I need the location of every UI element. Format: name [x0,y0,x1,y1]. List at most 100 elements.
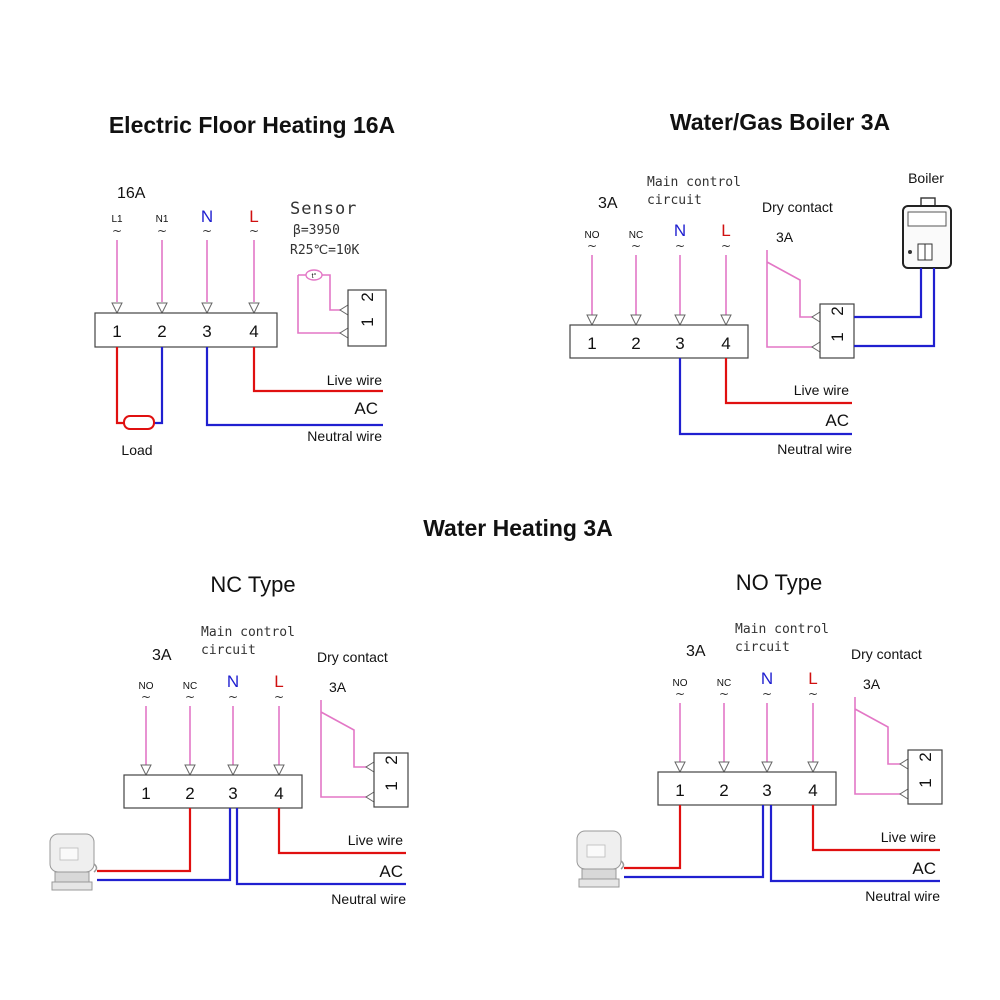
nc-type-diagram: 3A Main control circuit NO NC N L ~ ~ ~ … [49,625,409,907]
title-water-heating: Water Heating 3A [423,515,613,541]
terminal-4: 4 [249,322,258,341]
tilde: ~ [675,239,685,253]
tilde: ~ [721,239,731,253]
boiler-wire-1 [854,268,923,319]
boiler-amp-label: 3A [598,195,618,212]
tilde: ~ [228,690,238,704]
terminal-arrow [720,314,732,327]
terminal-3: 3 [675,334,684,353]
contact-terminal-2: 2 [916,752,935,761]
actuator-icon [576,830,625,888]
load-wire-blue [154,347,164,425]
term-label-no: NO [139,681,154,692]
ac-label: AC [354,399,378,418]
contact-terminal-2: 2 [382,755,401,764]
term-label-n: N [227,672,239,691]
term-label-n: N [674,221,686,240]
circuit-label: circuit [735,640,790,655]
terminal-arrow [807,761,819,774]
live-wire [277,808,406,855]
neutral-wire [205,347,383,427]
tilde: ~ [675,687,685,701]
terminal-block [657,771,837,806]
term-label-n: N [761,669,773,688]
dry-contact-amp: 3A [776,229,794,245]
live-wire [724,358,852,405]
terminal-arrow [227,764,239,777]
contact-arrow [365,761,375,773]
term-label-l: L [808,669,817,688]
main-control-label: Main control [201,625,295,640]
contact-arrow [811,341,821,353]
tilde: ~ [185,690,195,704]
actuator-wire-red [97,808,192,873]
term-label-n: N [201,207,213,226]
terminal-arrow [674,314,686,327]
ac-label: AC [825,411,849,430]
title-electric-floor-heating: Electric Floor Heating 16A [109,112,395,138]
terminal-3: 3 [228,784,237,803]
title-nc-type: NC Type [210,572,295,597]
term-label-nc: NC [717,678,731,689]
contact-arrow [899,788,909,800]
circuit-label: circuit [201,643,256,658]
sensor-beta: β=3950 [293,223,340,238]
terminal-arrow [156,302,168,315]
terminal-arrow [718,761,730,774]
terminal-2: 2 [185,784,194,803]
electric-amp-label: 16A [117,185,146,202]
sensor-terminal-2: 2 [358,292,377,301]
contact-terminal-2: 2 [828,306,847,315]
term-label-no: NO [585,230,600,241]
tilde: ~ [157,224,167,238]
terminal-1: 1 [112,322,121,341]
boiler-label: Boiler [908,170,944,186]
term-label-l: L [249,207,258,226]
contact-terminal-block [373,752,409,808]
main-control-label: Main control [647,175,741,190]
actuator-wire-blue [624,805,765,879]
actuator-wire-red [624,805,682,870]
neutral-wire [769,805,940,883]
terminal-2: 2 [631,334,640,353]
tilde: ~ [112,224,122,238]
term-label-no: NO [673,678,688,689]
sensor-title: Sensor [290,199,357,219]
tilde: ~ [274,690,284,704]
tilde: ~ [808,687,818,701]
thermistor-icon: t° [297,269,348,334]
neutral-wire-label: Neutral wire [307,428,382,444]
terminal-arrow [761,761,773,774]
term-label-n1: N1 [156,214,169,225]
terminal-3: 3 [762,781,771,800]
terminal-arrow [140,764,152,777]
dry-contact-label: Dry contact [762,199,833,215]
live-wire [252,347,383,393]
terminal-arrow [273,764,285,777]
terminal-4: 4 [274,784,283,803]
neutral-wire-label: Neutral wire [331,891,406,907]
dry-contact-label: Dry contact [317,649,388,665]
boiler-icon [902,197,952,269]
boiler-diagram: 3A Main control circuit NO NC N L ~ ~ ~ … [569,170,952,457]
terminal-block [569,324,749,359]
terminal-arrow [184,764,196,777]
contact-terminal-1: 1 [382,781,401,790]
sensor-terminal-block [347,289,387,347]
dry-contact-switch [320,700,374,798]
dry-contact-label: Dry contact [851,646,922,662]
contact-arrow [365,791,375,803]
terminal-1: 1 [141,784,150,803]
terminal-2: 2 [157,322,166,341]
terminal-4: 4 [721,334,730,353]
term-label-l: L [274,672,283,691]
thermistor-symbol: t° [312,272,317,280]
contact-arrow [811,311,821,323]
contact-terminal-block [819,303,855,359]
tilde: ~ [631,239,641,253]
contact-terminal-1: 1 [916,778,935,787]
terminal-arrow [674,761,686,774]
neutral-wire [678,358,852,436]
sensor-terminal-1: 1 [358,317,377,326]
tilde: ~ [202,224,212,238]
